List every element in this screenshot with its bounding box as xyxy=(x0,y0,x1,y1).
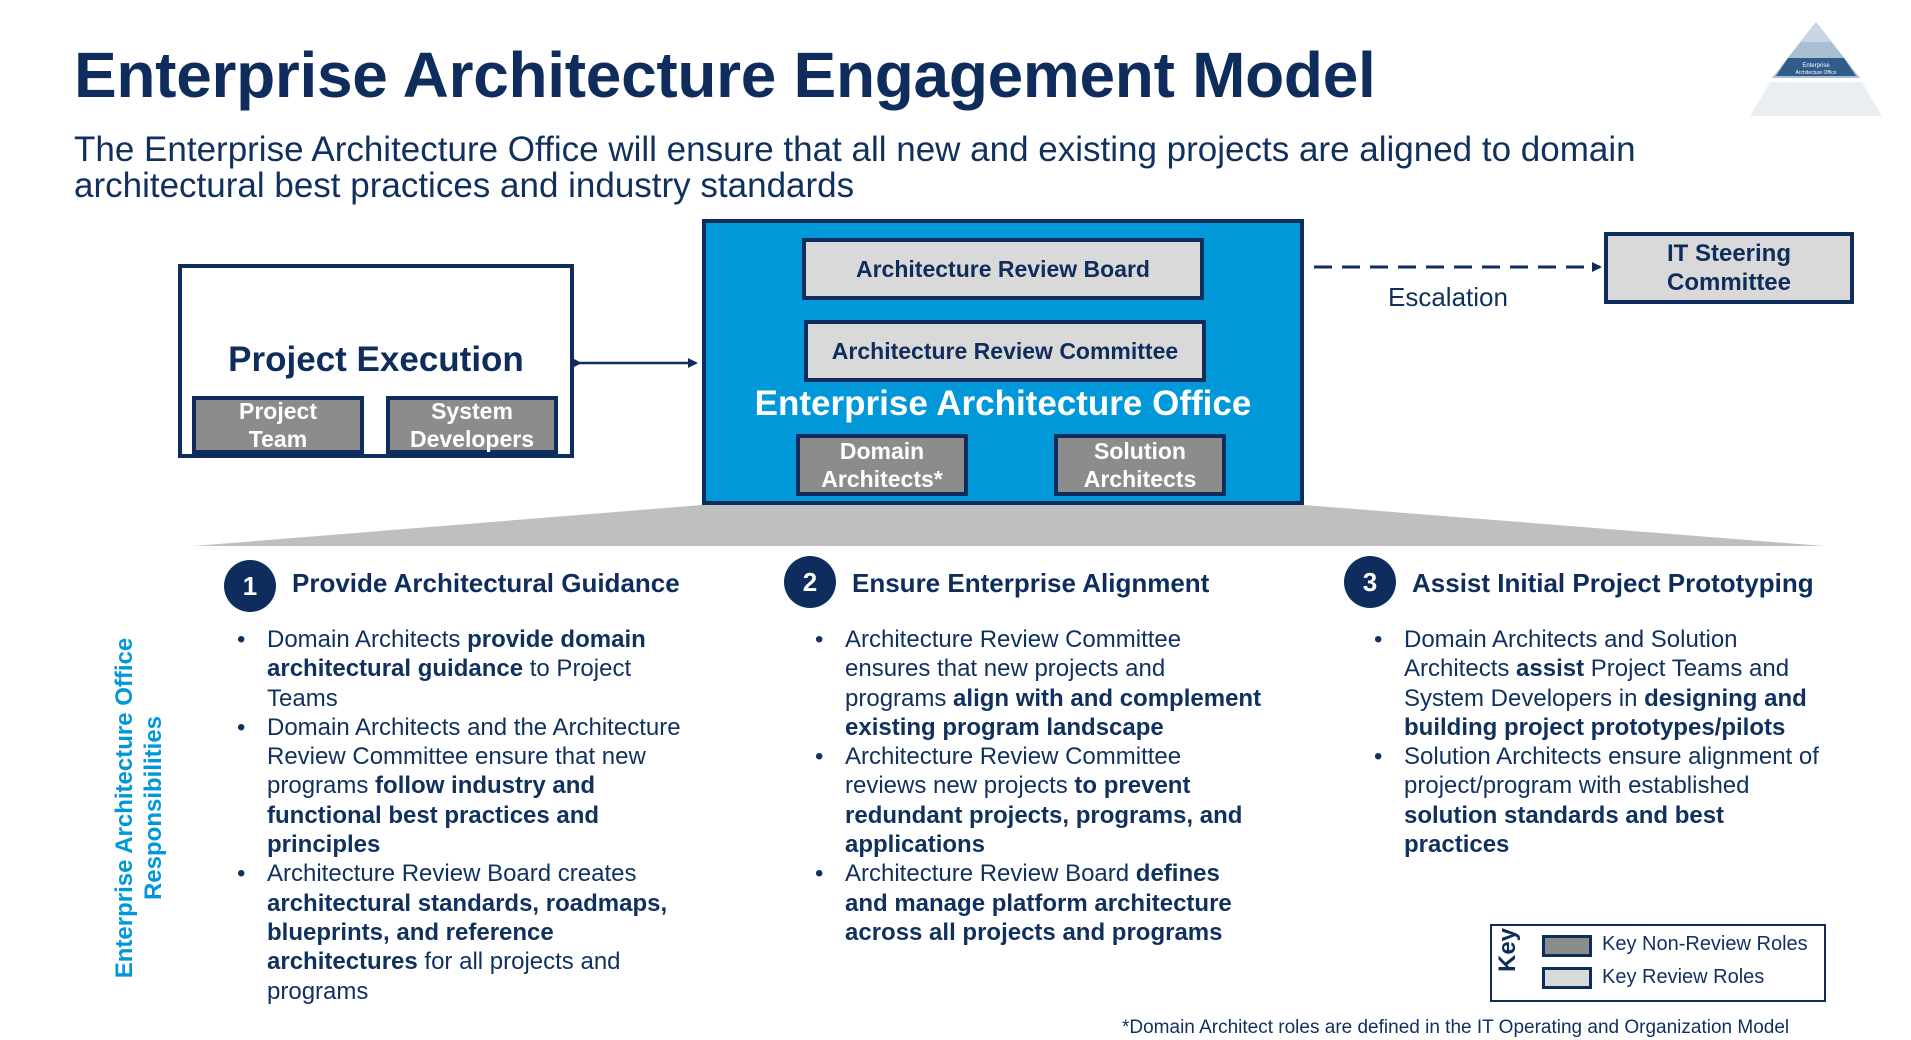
bullet-item: Domain Architects provide domain archite… xyxy=(237,625,707,713)
bullet-item: Solution Architects ensure alignment of … xyxy=(1374,742,1824,859)
bullet-text: Architecture Review Board creates xyxy=(267,860,637,888)
architecture-review-board: Architecture Review Board xyxy=(802,238,1204,300)
bullet-text: Solution Architects ensure alignment of … xyxy=(1404,743,1819,800)
step-3-badge: 3 xyxy=(1344,556,1396,608)
column-2-bullets: Architecture Review Committee ensures th… xyxy=(815,625,1265,947)
responsibilities-label: Enterprise Architecture Office Responsib… xyxy=(111,637,167,979)
project-execution-title: Project Execution xyxy=(228,340,524,379)
bullet-text: Domain Architects and Solution Architect… xyxy=(1404,626,1738,683)
eao-title: Enterprise Architecture Office xyxy=(754,384,1252,423)
bullet-emphasis: defines and manage platform architecture… xyxy=(845,860,1232,946)
bullet-item: Architecture Review Committee ensures th… xyxy=(815,625,1265,742)
bullet-text: Domain Architects and the Architecture R… xyxy=(267,713,681,800)
bullet-emphasis: to prevent redundant projects, programs,… xyxy=(845,772,1243,859)
bullet-item: Domain Architects and Solution Architect… xyxy=(1374,625,1824,742)
footnote: *Domain Architect roles are defined in t… xyxy=(1122,1017,1790,1038)
bullet-emphasis: designing and building project prototype… xyxy=(1404,684,1807,741)
it-steering-committee: IT Steering Committee xyxy=(1604,232,1854,304)
bullet-emphasis: assist xyxy=(1516,655,1585,683)
project-team-role: Project Team xyxy=(192,396,364,454)
key-label: Key xyxy=(1494,927,1521,973)
column-1-bullets: Domain Architects provide domain archite… xyxy=(237,625,707,1006)
bullet-text: Architecture Review Committee reviews ne… xyxy=(845,743,1182,800)
bullet-item: Architecture Review Committee reviews ne… xyxy=(815,742,1265,859)
svg-text:Enterprise: Enterprise xyxy=(1802,63,1830,69)
architecture-review-committee: Architecture Review Committee xyxy=(804,320,1206,382)
column-3-bullets: Domain Architects and Solution Architect… xyxy=(1374,625,1824,859)
key-swatch-review xyxy=(1542,967,1592,989)
bullet-text: Project Teams and System Developers in xyxy=(1404,655,1790,712)
escalation-label: Escalation xyxy=(1388,282,1508,312)
key-item-non-review: Key Non-Review Roles xyxy=(1602,933,1808,955)
bullet-emphasis: architectural standards, roadmaps, bluep… xyxy=(267,889,668,976)
key-swatch-non-review xyxy=(1542,935,1592,957)
page-title: Enterprise Architecture Engagement Model xyxy=(74,39,1376,111)
solution-architects-role: Solution Architects xyxy=(1054,434,1226,496)
key-item-review: Key Review Roles xyxy=(1602,966,1765,988)
step-1-badge: 1 xyxy=(224,560,276,612)
eao-pyramid-logo: Enterprise Architecture Office xyxy=(1750,22,1882,116)
bullet-item: Architecture Review Board defines and ma… xyxy=(815,859,1265,947)
bullet-text: for all projects and programs xyxy=(267,948,621,1005)
column-1-heading: Provide Architectural Guidance xyxy=(292,568,680,598)
bullet-item: Domain Architects and the Architecture R… xyxy=(237,713,707,859)
svg-text:Architecture Office: Architecture Office xyxy=(1795,70,1836,76)
bullet-emphasis: follow industry and functional best prac… xyxy=(267,772,600,859)
bullet-text: Domain Architects xyxy=(267,626,468,653)
page-subtitle: The Enterprise Architecture Office will … xyxy=(74,130,1636,205)
bullet-emphasis: align with and complement existing progr… xyxy=(845,684,1262,741)
column-3-heading: Assist Initial Project Prototyping xyxy=(1412,568,1814,598)
funnel-shape xyxy=(194,505,1824,546)
step-2-badge: 2 xyxy=(784,556,836,608)
column-2-heading: Ensure Enterprise Alignment xyxy=(852,568,1210,598)
bullet-emphasis: provide domain architectural guidance xyxy=(267,626,646,683)
bullet-text: to Project Teams xyxy=(267,655,632,712)
domain-architects-role: Domain Architects* xyxy=(796,434,968,496)
bullet-emphasis: solution standards and best practices xyxy=(1404,801,1725,859)
bullet-item: Architecture Review Board creates archit… xyxy=(237,859,707,1005)
bullet-text: Architecture Review Board xyxy=(845,860,1136,888)
bullet-text: Architecture Review Committee ensures th… xyxy=(845,626,1182,712)
system-developers-role: System Developers xyxy=(386,396,558,454)
